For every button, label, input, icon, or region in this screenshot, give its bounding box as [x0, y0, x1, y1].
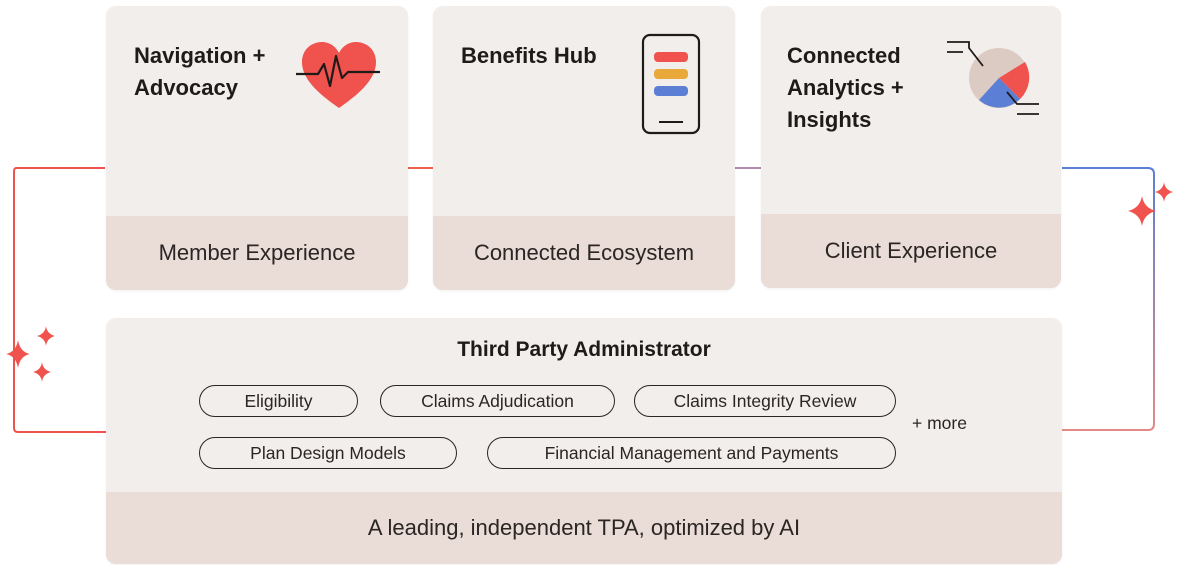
more-label: + more [912, 413, 967, 433]
tpa-tagline: A leading, independent TPA, optimized by… [106, 492, 1062, 564]
top-connector-line [13, 167, 108, 433]
card-title: Connected Analytics + Insights [787, 43, 904, 132]
card-footer: Member Experience [106, 216, 408, 290]
sparkle-icon [1128, 182, 1173, 226]
card-title: Navigation + Advocacy [134, 43, 266, 100]
service-pill-eligibility: Eligibility [199, 385, 358, 417]
phone-app-icon [641, 33, 701, 135]
connected-ecosystem-card: Benefits Hub Connected Ecosystem [433, 6, 735, 290]
service-pill-claims-integrity-review: Claims Integrity Review [634, 385, 896, 417]
card-title: Benefits Hub [461, 43, 597, 68]
right-connector-line [1062, 167, 1155, 431]
heart-pulse-icon [296, 42, 380, 108]
card-footer: Connected Ecosystem [433, 216, 735, 290]
tpa-title: Third Party Administrator [457, 338, 711, 361]
member-experience-card: Navigation + Advocacy Member Experience [106, 6, 408, 290]
card-footer: Client Experience [761, 214, 1061, 288]
pie-chart-icon [947, 41, 1039, 115]
tpa-panel: Third Party Administrator Eligibility Cl… [106, 318, 1062, 564]
sparkle-icon [6, 326, 55, 382]
service-pill-plan-design-models: Plan Design Models [199, 437, 457, 469]
client-experience-card: Connected Analytics + Insights Client Ex… [761, 6, 1061, 288]
service-pill-claims-adjudication: Claims Adjudication [380, 385, 615, 417]
service-pill-financial-management: Financial Management and Payments [487, 437, 896, 469]
